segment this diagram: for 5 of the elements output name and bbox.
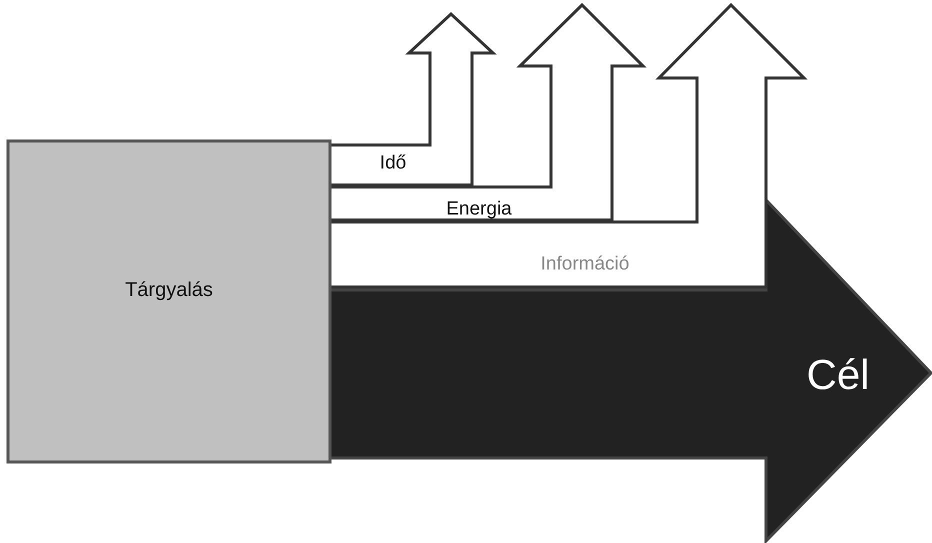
node-label: Információ <box>540 254 630 274</box>
node-label: Cél <box>806 354 870 396</box>
node-label: Idő <box>380 154 406 172</box>
node-label: Energia <box>446 200 512 218</box>
node-label: Tárgyalás <box>125 280 213 300</box>
